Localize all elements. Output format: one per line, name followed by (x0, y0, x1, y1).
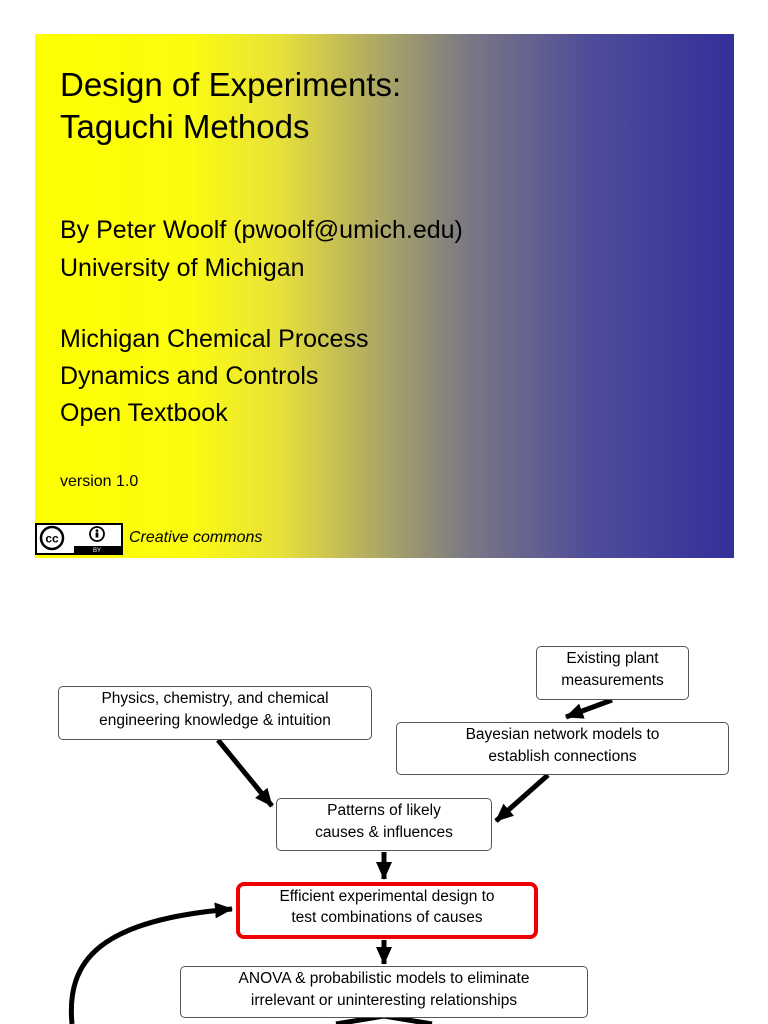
box-text-line: causes & influences (315, 824, 453, 841)
course-block: Michigan Chemical Process Dynamics and C… (60, 321, 368, 432)
arrow-knowledge-to-patterns (216, 738, 274, 808)
box-bayesian-network-models: Bayesian network models to establish con… (396, 722, 729, 775)
arrow-bayesian-to-patterns (494, 773, 550, 823)
by-mark: BY (93, 548, 101, 553)
box-text-line: Patterns of likely (327, 802, 441, 819)
arrow-measurements-to-bayesian (565, 697, 613, 720)
course-line-1: Michigan Chemical Process (60, 325, 369, 353)
affiliation-line: University of Michigan (60, 254, 305, 282)
box-efficient-experimental-design: Efficient experimental design to test co… (236, 882, 538, 939)
course-line-2: Dynamics and Controls (60, 362, 319, 390)
box-text-line: establish connections (488, 748, 637, 765)
author-line: By Peter Woolf (pwoolf@umich.edu) (60, 216, 463, 244)
box-existing-plant-measurements: Existing plant measurements (536, 646, 689, 700)
license-text: Creative commons (129, 529, 263, 546)
box-text-line: irrelevant or uninteresting relationship… (250, 992, 518, 1009)
title-line-1: Design of Experiments: (60, 66, 402, 103)
author-block: By Peter Woolf (pwoolf@umich.edu) Univer… (60, 211, 463, 287)
box-text-line: Efficient experimental design to (279, 888, 495, 905)
box-text-line: ANOVA & probabilistic models to eliminat… (238, 970, 530, 987)
slide-title: Design of Experiments: Taguchi Methods (60, 64, 401, 148)
cc-icon: cc (39, 525, 65, 551)
flowchart-arrows (68, 697, 613, 1024)
box-patterns-of-causes: Patterns of likely causes & influences (276, 798, 492, 851)
box-text-line: measurements (561, 672, 664, 689)
box-text-line: test combinations of causes (291, 909, 483, 926)
box-engineering-knowledge: Physics, chemistry, and chemical enginee… (58, 686, 372, 740)
box-anova-models: ANOVA & probabilistic models to eliminat… (180, 966, 588, 1018)
arrow-feedback-loop (68, 902, 233, 1024)
title-line-2: Taguchi Methods (60, 108, 310, 145)
cc-mark: cc (45, 532, 59, 546)
box-text-line: Physics, chemistry, and chemical (101, 690, 329, 707)
title-slide: Design of Experiments: Taguchi Methods B… (35, 34, 734, 558)
attribution-icon (89, 526, 105, 542)
box-text-line: Bayesian network models to (465, 726, 660, 743)
course-line-3: Open Textbook (60, 399, 228, 427)
box-text-line: Existing plant (566, 650, 659, 667)
version-label: version 1.0 (60, 473, 139, 490)
creative-commons-badge: cc BY (35, 523, 123, 555)
box-text-line: engineering knowledge & intuition (99, 712, 331, 729)
cc-badge-graphic: cc BY (37, 525, 121, 553)
